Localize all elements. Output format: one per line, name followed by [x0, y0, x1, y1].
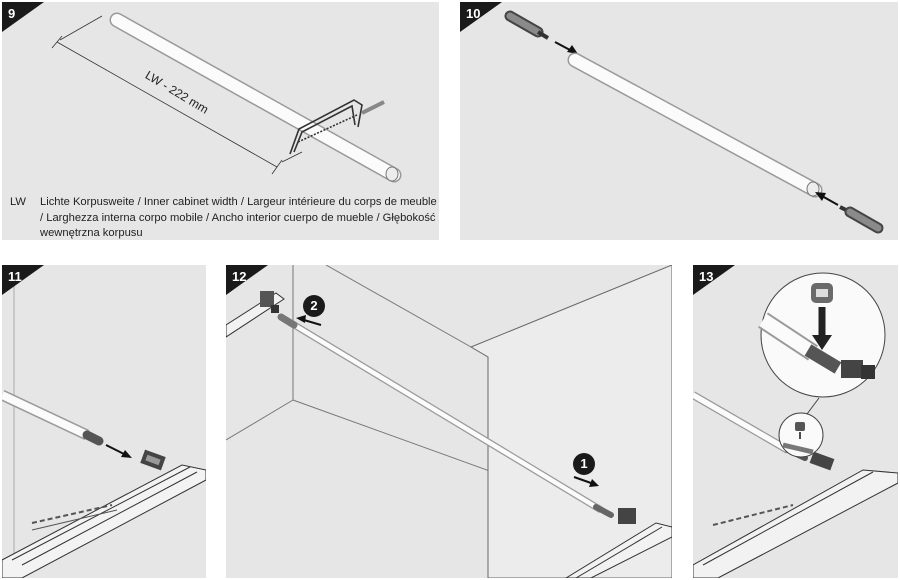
- step-10-illustration: [504, 10, 884, 234]
- cabinet-outline: [226, 265, 672, 578]
- step-9-illustration: [51, 12, 402, 183]
- arrow-step-1: [573, 476, 599, 487]
- insert-arrow: [554, 41, 578, 54]
- rod: [277, 313, 614, 518]
- drawer-runner: [226, 291, 285, 338]
- step-badge-shape: [460, 2, 502, 32]
- end-cap: [504, 10, 550, 40]
- legend-text: Lichte Korpusweite / Inner cabinet width…: [40, 196, 437, 239]
- arrow-step-2: [296, 315, 322, 326]
- insert-arrow: [815, 192, 839, 206]
- step-12-illustration: [226, 265, 672, 578]
- rod: [109, 12, 402, 183]
- rod: [567, 52, 823, 198]
- dimension-line: [51, 15, 303, 175]
- step-number: 11: [8, 269, 22, 284]
- rod: [2, 390, 104, 446]
- step-badge-shape: [226, 265, 268, 295]
- drawer-runner: [693, 469, 898, 578]
- bracket: [140, 449, 166, 471]
- step-number: 13: [699, 269, 714, 284]
- step-12-panel: 2 1 12: [226, 265, 672, 578]
- drawer-runner: [565, 508, 672, 578]
- step-9-panel: LW - 222 mm LW Lichte Korpusweite / Inne…: [2, 2, 439, 240]
- drawer-runner: [2, 464, 206, 578]
- step-13-illustration: [693, 272, 898, 578]
- step-badge-shape: [2, 265, 44, 295]
- step-badge-shape: [2, 2, 44, 32]
- step-11-panel: 11: [2, 265, 206, 578]
- callout-1: 1: [573, 453, 595, 475]
- step-number: 10: [466, 6, 481, 21]
- step-badge-shape: [693, 265, 735, 295]
- clip-detail: [758, 283, 875, 379]
- step-10-panel: 10: [460, 2, 898, 240]
- callout-2: 2: [303, 295, 325, 317]
- step-13-panel: 13: [693, 265, 898, 578]
- hacksaw: [289, 99, 385, 155]
- step-number: 9: [8, 6, 16, 21]
- step-11-illustration: [2, 265, 206, 578]
- end-cap: [839, 205, 884, 234]
- step-number: 12: [232, 269, 247, 284]
- legend-abbr: LW: [10, 196, 26, 208]
- clip-small: [782, 422, 814, 455]
- bracket: [809, 451, 835, 471]
- insert-arrow: [105, 444, 132, 458]
